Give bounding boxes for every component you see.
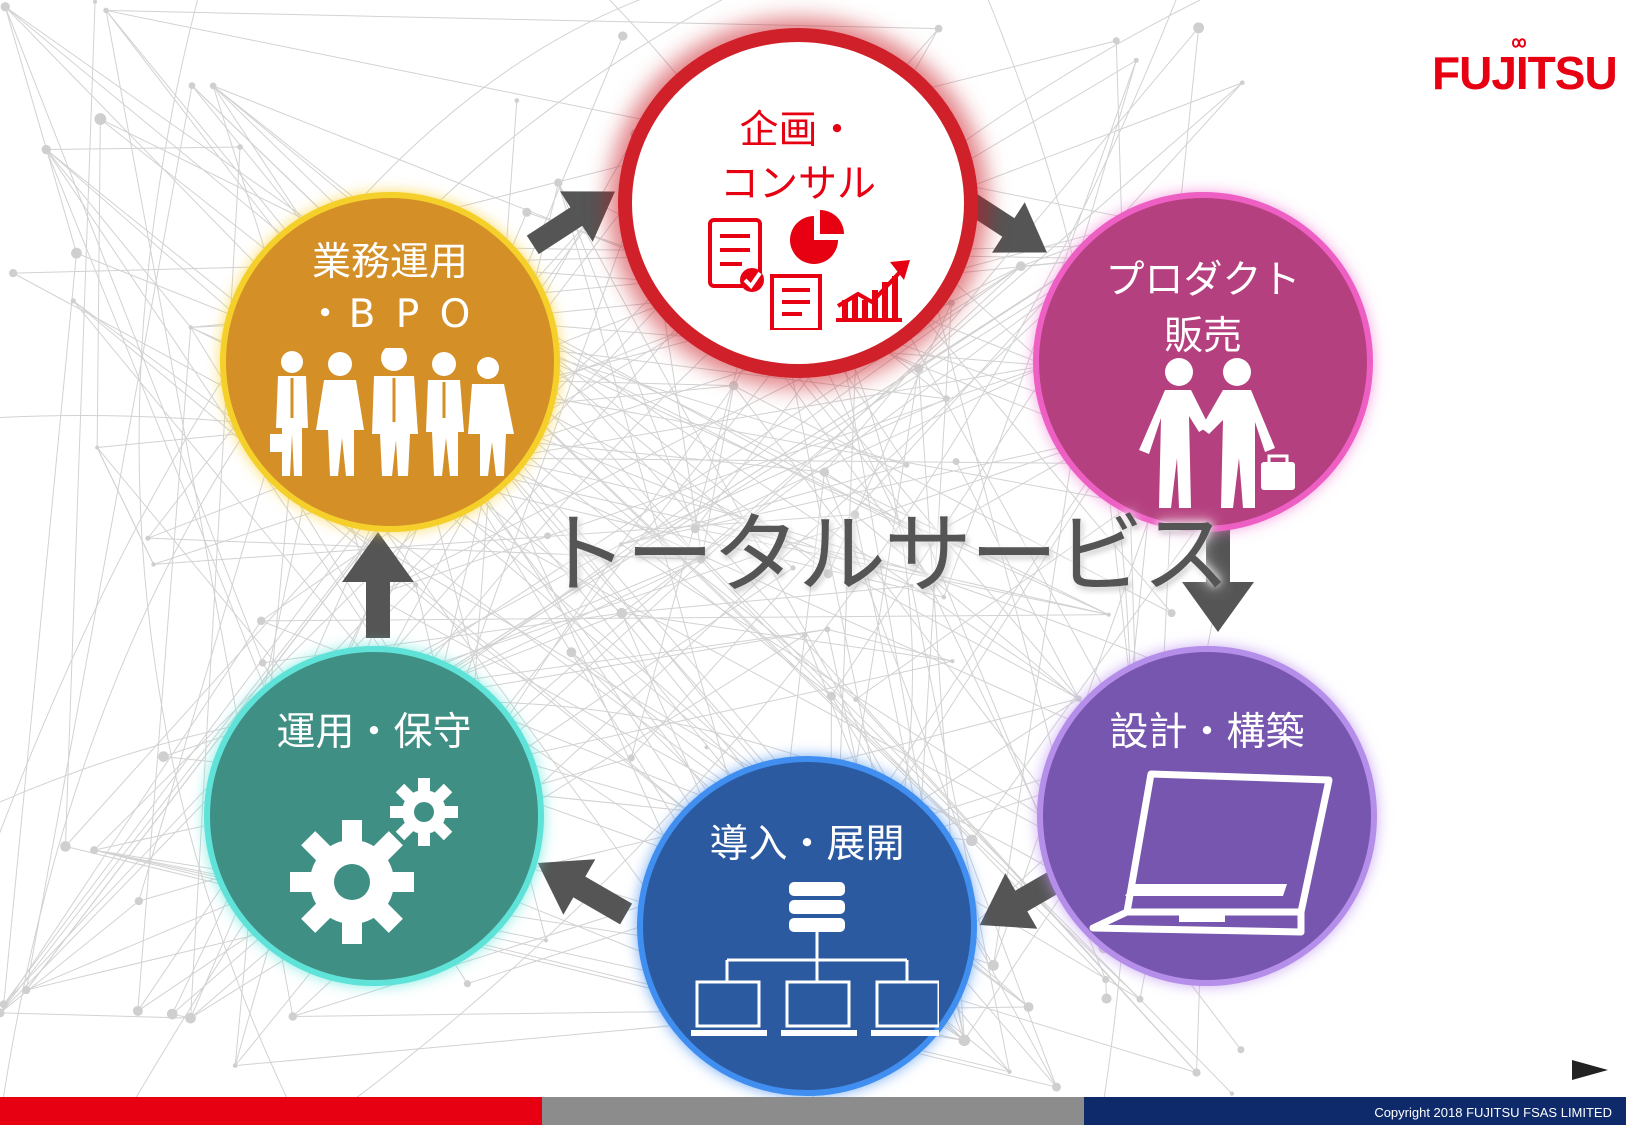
copyright-text: Copyright 2018 FUJITSU FSAS LIMITED <box>1374 1105 1612 1120</box>
logo-text: FUJITSU <box>1432 47 1618 99</box>
node-operation-maintenance[interactable]: 運用・保守 <box>204 646 544 986</box>
footer-bar-red <box>0 1097 542 1125</box>
node-title-line-1: 業務運用 <box>311 240 468 285</box>
node-deploy-rollout[interactable]: 導入・展開 <box>637 756 977 1096</box>
node-title-line-1: 設計・構築 <box>1109 710 1305 755</box>
handshake-icon <box>1139 358 1295 508</box>
arrow-deploy-to-operation <box>537 859 633 925</box>
arrow-bpo-to-planning <box>526 191 615 255</box>
document-chart-icons <box>708 210 910 330</box>
node-design-build[interactable]: 設計・構築 <box>1037 646 1377 986</box>
node-title-line-1: プロダクト <box>1105 258 1301 303</box>
footer-bar-gray <box>542 1097 1084 1125</box>
node-title-line-1: 運用・保守 <box>276 710 472 755</box>
node-title-line-2: 販売 <box>1163 314 1242 359</box>
people-group-icon <box>270 348 514 476</box>
node-business-operation-bpo[interactable]: 業務運用 ・B P O <box>220 192 560 532</box>
gears-icon <box>290 778 458 944</box>
node-planning-consulting[interactable]: 企画・ コンサル <box>618 28 978 378</box>
fujitsu-logo: FUJITSU <box>1432 38 1618 108</box>
footer-bar-navy <box>1084 1097 1626 1125</box>
node-product-sales[interactable]: プロダクト 販売 <box>1033 192 1373 532</box>
arrow-operation-to-bpo <box>342 532 414 638</box>
next-slide-arrow-icon[interactable] <box>1570 1057 1610 1083</box>
infinity-mark-icon <box>1511 38 1527 48</box>
node-title-line-2: コンサル <box>719 162 876 207</box>
server-network-icon <box>691 882 939 1036</box>
node-title-line-2: ・B P O <box>305 292 475 337</box>
center-title: トータルサービス <box>540 503 1230 606</box>
node-title-line-1: 企画・ <box>739 108 857 153</box>
arrow-product-to-design <box>1182 524 1254 632</box>
node-title-line-1: 導入・展開 <box>709 822 905 867</box>
laptop-icon <box>1089 770 1333 936</box>
